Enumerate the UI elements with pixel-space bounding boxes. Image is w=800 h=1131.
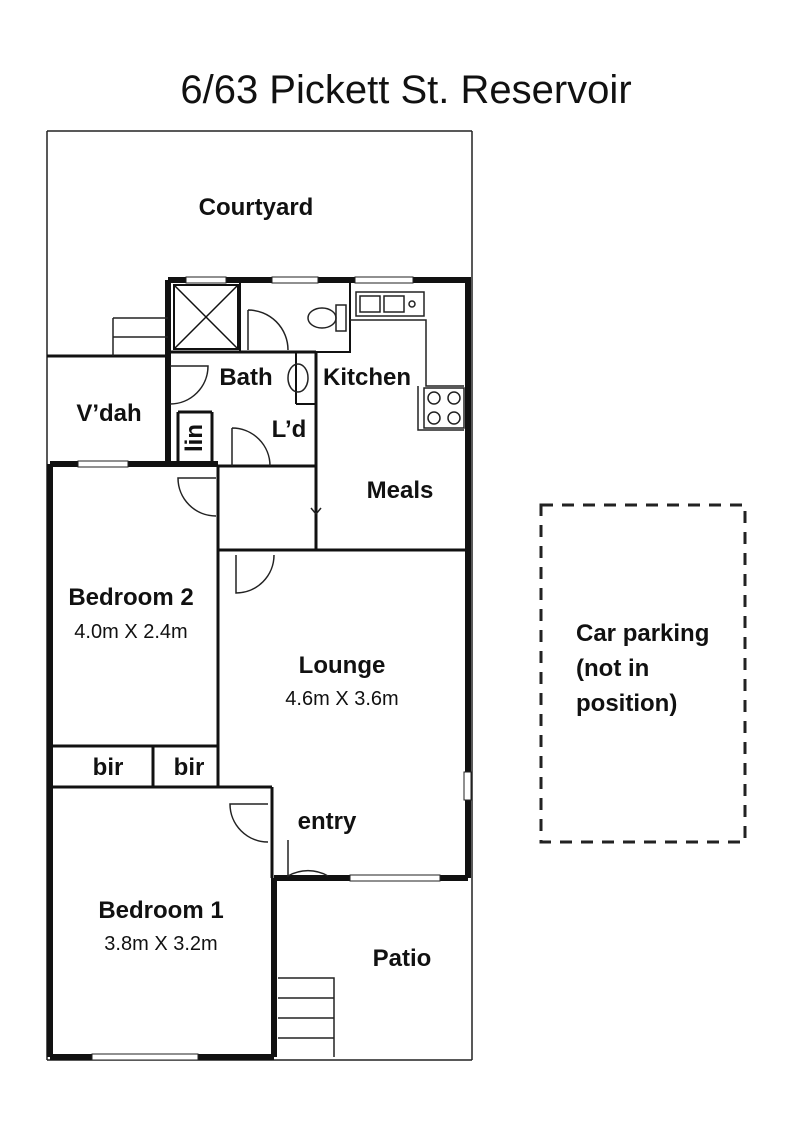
sink-icon (355, 291, 425, 317)
room-label-kitchen: Kitchen (323, 364, 411, 391)
interior-walls (47, 283, 468, 878)
room-label-courtyard: Courtyard (199, 194, 314, 221)
windows (77, 276, 472, 1061)
room-label-lin: lin (181, 424, 208, 452)
room-label-meals: Meals (367, 477, 434, 504)
room-label-bedroom-2: Bedroom 2 (68, 584, 193, 611)
room-label-bir-right: bir (174, 754, 205, 781)
room-size-lounge: 4.6m X 3.6m (285, 688, 398, 710)
kitchen-bench (350, 319, 464, 431)
doors (169, 309, 329, 878)
room-label-bir-left: bir (93, 754, 124, 781)
car-parking-line-3: position) (576, 690, 677, 717)
plan-title: 6/63 Pickett St. Reservoir (180, 68, 631, 112)
cooktop-icon (423, 387, 465, 429)
car-parking-line-2: (not in (576, 655, 649, 682)
room-label-bedroom-1: Bedroom 1 (98, 897, 223, 924)
room-size-bedroom-2: 4.0m X 2.4m (74, 621, 187, 643)
room-label-lounge: Lounge (299, 652, 386, 679)
car-parking-area (539, 503, 747, 844)
basin-icon (287, 363, 309, 393)
toilet-icon (307, 304, 347, 332)
room-label-vdah: V’dah (76, 400, 141, 427)
room-label-laundry: L’d (272, 416, 307, 443)
room-size-bedroom-1: 3.8m X 3.2m (104, 933, 217, 955)
room-label-bath: Bath (219, 364, 272, 391)
courtyard-steps (112, 317, 168, 356)
patio-steps (278, 977, 335, 1057)
car-parking-line-1: Car parking (576, 620, 709, 647)
room-label-entry: entry (298, 808, 357, 835)
room-label-patio: Patio (373, 945, 432, 972)
